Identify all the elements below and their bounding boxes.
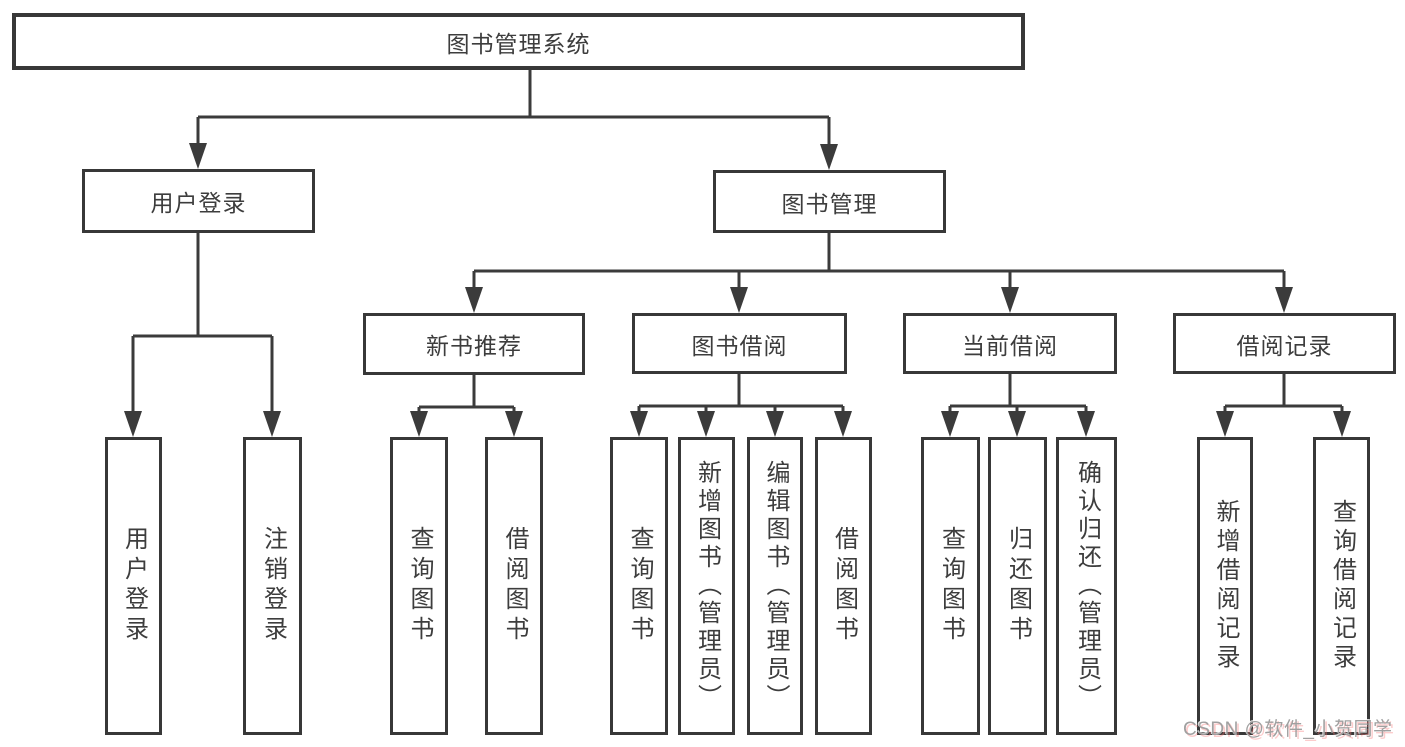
arrowhead <box>505 411 523 437</box>
leaf-label: 编辑图书（管理员） <box>762 460 789 712</box>
arrowhead <box>1077 411 1095 437</box>
leaf-borrow-add-book-admin: 新增图书（管理员） <box>678 437 735 735</box>
node-label: 借阅记录 <box>1236 332 1333 359</box>
leaf-label: 查询图书 <box>406 526 433 646</box>
node-label: 图书借阅 <box>691 332 788 359</box>
leaf-borrow-edit-book-admin: 编辑图书（管理员） <box>747 437 803 735</box>
leaf-user-login: 用户登录 <box>105 437 162 735</box>
leaf-label: 借阅图书 <box>501 526 528 646</box>
leaf-current-return-book: 归还图书 <box>988 437 1047 735</box>
arrowhead <box>1216 411 1234 437</box>
leaf-label: 查询图书 <box>937 526 965 646</box>
edge-borrow-to-leaves <box>637 374 845 415</box>
arrowhead <box>834 411 852 437</box>
arrowhead <box>697 411 715 437</box>
arrowhead <box>1333 411 1351 437</box>
node-label: 图书管理系统 <box>446 30 591 57</box>
leaf-label: 用户登录 <box>120 526 148 646</box>
edge-current-to-leaves <box>948 374 1088 415</box>
edge-records-to-leaves <box>1223 374 1344 415</box>
leaf-label: 确认归还（管理员） <box>1073 460 1101 712</box>
node-root-system: 图书管理系统 <box>12 13 1025 70</box>
arrowhead <box>189 143 207 169</box>
leaf-label: 新增图书（管理员） <box>693 460 721 712</box>
node-label: 用户登录 <box>150 190 247 216</box>
csdn-watermark: CSDN @软件_小贺同学 <box>1183 719 1393 740</box>
arrowhead <box>124 411 142 437</box>
leaf-label: 查询图书 <box>626 526 653 646</box>
node-book-borrow: 图书借阅 <box>632 313 847 374</box>
arrowhead <box>465 287 483 313</box>
leaf-current-confirm-return-admin: 确认归还（管理员） <box>1056 437 1117 735</box>
leaf-label: 归还图书 <box>1004 526 1032 646</box>
leaf-current-query-book: 查询图书 <box>921 437 980 735</box>
arrowhead <box>1008 411 1026 437</box>
arrowhead <box>263 411 281 437</box>
edge-newbook-to-leaves <box>417 375 516 415</box>
node-book-management: 图书管理 <box>713 170 946 233</box>
arrowhead <box>410 411 428 437</box>
edge-bookmgmt-to-level3 <box>472 233 1286 291</box>
arrowheads <box>124 143 1351 437</box>
leaf-records-query-record: 查询借阅记录 <box>1313 437 1370 735</box>
arrowhead <box>1275 287 1293 313</box>
arrowhead <box>630 411 648 437</box>
node-borrow-records: 借阅记录 <box>1173 313 1396 374</box>
node-label: 图书管理 <box>781 190 878 217</box>
node-new-book-recommend: 新书推荐 <box>363 313 585 375</box>
node-label: 当前借阅 <box>962 332 1058 359</box>
arrowhead <box>820 144 838 170</box>
leaf-newbook-borrow-book: 借阅图书 <box>485 437 543 735</box>
leaf-borrow-query-book: 查询图书 <box>610 437 668 735</box>
arrowhead <box>1001 287 1019 313</box>
leaf-label: 查询借阅记录 <box>1328 499 1356 673</box>
leaf-newbook-query-book: 查询图书 <box>390 437 448 735</box>
arrowhead <box>766 411 784 437</box>
arrowhead <box>730 287 748 313</box>
leaf-label: 新增借阅记录 <box>1212 499 1239 673</box>
edge-root-to-level2 <box>196 70 831 148</box>
edge-userlogin-to-leaves <box>131 233 274 415</box>
node-label: 新书推荐 <box>426 333 522 359</box>
leaf-label: 借阅图书 <box>830 526 858 646</box>
leaf-borrow-borrow-book: 借阅图书 <box>815 437 872 735</box>
leaf-records-add-record: 新增借阅记录 <box>1197 437 1253 735</box>
arrowhead <box>941 411 959 437</box>
node-current-borrow: 当前借阅 <box>903 313 1117 374</box>
leaf-logout: 注销登录 <box>243 437 302 735</box>
node-user-login: 用户登录 <box>82 169 315 233</box>
leaf-label: 注销登录 <box>259 526 287 646</box>
